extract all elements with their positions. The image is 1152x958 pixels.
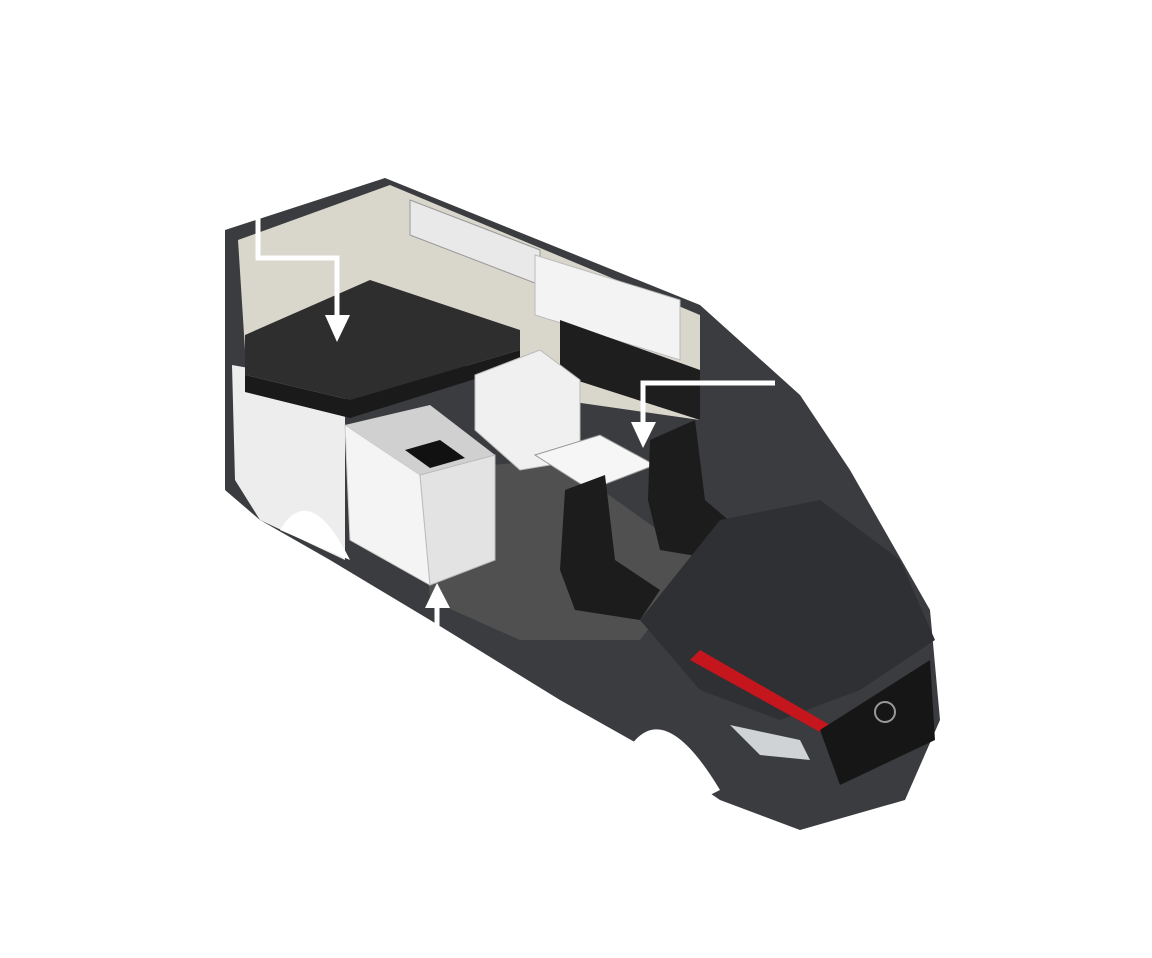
- passenger-seat: [560, 475, 660, 620]
- callout-arrow-table: [640, 380, 775, 425]
- arrow-up-icon: [425, 583, 450, 608]
- side-window: [560, 320, 700, 420]
- callout-arrow-bed: [255, 215, 340, 318]
- rear-storage: [232, 365, 345, 560]
- headlight: [730, 725, 810, 760]
- bed-mattress: [245, 280, 520, 400]
- fridge: [419, 454, 496, 586]
- arrow-down-icon: [631, 422, 656, 448]
- bed-mattress-edge: [245, 350, 520, 418]
- arrow-down-icon: [325, 315, 350, 342]
- grille: [820, 660, 935, 785]
- front-wheel-arch: [625, 729, 720, 800]
- cooktop: [405, 440, 465, 468]
- logo-emblem: [874, 701, 896, 723]
- rear-wheel-arch: [280, 510, 350, 560]
- upper-cabinet: [534, 254, 681, 361]
- accent-stripe: [690, 650, 830, 732]
